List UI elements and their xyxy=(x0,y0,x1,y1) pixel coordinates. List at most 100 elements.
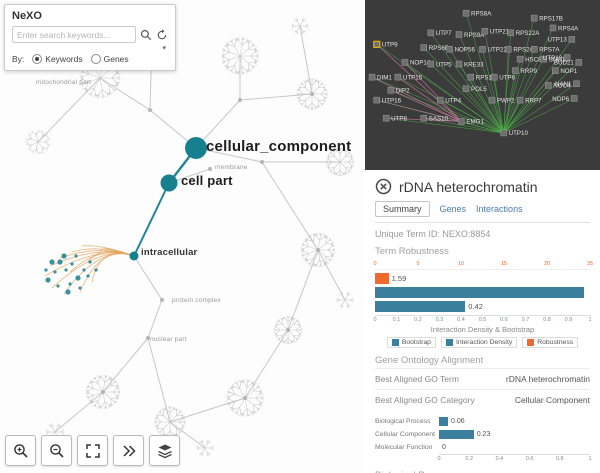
tree-node-intracellular[interactable] xyxy=(129,251,139,261)
gene-node-UTP5[interactable] xyxy=(427,60,435,68)
gene-node-RPS17B[interactable] xyxy=(530,14,538,22)
tree-label-cellular-component[interactable]: cellular_component xyxy=(206,138,352,155)
gene-node-RPS22A[interactable] xyxy=(507,29,514,37)
gene-node-NOP56[interactable] xyxy=(446,46,453,53)
gene-node-NOP14[interactable] xyxy=(401,59,409,66)
gene-node-UTP21[interactable] xyxy=(481,27,489,35)
gene-node-BUD21[interactable] xyxy=(575,59,583,66)
gene-node-RPS7A[interactable] xyxy=(530,46,538,53)
term-id-value: NEXO:8854 xyxy=(442,229,491,239)
tree-label-membrane[interactable]: membrane xyxy=(215,164,248,171)
gene-node-NAN1[interactable] xyxy=(573,80,580,87)
gene-node-label: RPS13 xyxy=(476,74,496,81)
search-icon[interactable] xyxy=(140,29,152,41)
zoom-in-button[interactable] xyxy=(5,435,36,466)
tree-label-cell-part[interactable]: cell part xyxy=(181,173,233,188)
gene-node-HSC82[interactable] xyxy=(516,55,524,63)
search-mode-row: By: Keywords Genes xyxy=(12,54,168,64)
legend-robustness: Robustness xyxy=(522,337,579,348)
gene-node-UTP22[interactable] xyxy=(479,46,486,53)
tab-summary[interactable]: Summary xyxy=(375,201,430,217)
gene-node-label: UTP8 xyxy=(391,115,407,122)
gene-node-RPS9A[interactable] xyxy=(455,31,463,38)
gene-node-UTP9[interactable] xyxy=(373,40,381,48)
section-go-alignment: Gene Ontology Alignment xyxy=(375,355,484,366)
search-input[interactable] xyxy=(12,26,136,43)
gene-node-label: UTP22 xyxy=(488,47,508,54)
gene-node-label: UTP18 xyxy=(543,55,563,62)
gene-node-RPS6B[interactable] xyxy=(420,44,427,51)
refresh-icon[interactable] xyxy=(156,28,168,41)
gene-node-label: NOC4 xyxy=(553,83,571,90)
radio-genes-label: Genes xyxy=(103,54,129,64)
gene-node-SAS10[interactable] xyxy=(420,114,427,122)
search-panel: NeXO ▾ By: Keywords Genes xyxy=(4,4,176,71)
caret-down-icon[interactable]: ▾ xyxy=(162,45,166,52)
gene-node-RRP7[interactable] xyxy=(516,96,524,104)
radio-keywords[interactable]: Keywords xyxy=(32,54,83,64)
tree-node-cell-part[interactable] xyxy=(160,174,178,192)
gene-node-label: HSC82 xyxy=(525,56,546,63)
gene-node-SNU13[interactable] xyxy=(540,55,547,63)
gene-node-DIM1[interactable] xyxy=(368,73,376,81)
section-biological-process: Biological Process xyxy=(375,470,590,473)
gene-node-RRP9[interactable] xyxy=(512,67,519,74)
gene-node-RPS4A[interactable] xyxy=(549,24,557,32)
tree-label-mitochondrial-part[interactable]: mitochondrial part xyxy=(36,79,92,86)
search-row xyxy=(12,26,168,43)
radio-genes-icon xyxy=(90,54,101,64)
gene-node-UTP6[interactable] xyxy=(491,73,498,81)
gene-node-NOC4[interactable] xyxy=(545,82,552,89)
legend-bootstrap: Bootstrap xyxy=(386,337,436,348)
layers-icon xyxy=(157,444,172,458)
tree-label-protein-complex[interactable]: protein complex xyxy=(172,297,221,304)
layers-button[interactable] xyxy=(149,435,180,466)
gene-node-label: DIM1 xyxy=(377,74,392,81)
gene-node-UTP16[interactable] xyxy=(373,96,380,104)
gene-node-UTP10[interactable] xyxy=(500,129,507,137)
go-category-label: Best Aligned GO Category xyxy=(375,395,475,405)
gene-node-UTP7[interactable] xyxy=(427,29,435,37)
radio-genes[interactable]: Genes xyxy=(90,54,129,64)
close-icon[interactable] xyxy=(375,178,392,195)
tree-label-intracellular[interactable]: intracellular xyxy=(141,247,198,258)
zoom-out-button[interactable] xyxy=(41,435,72,466)
gene-node-label: UTP10 xyxy=(509,130,529,137)
gene-node-RPS24A[interactable] xyxy=(505,46,512,53)
gene-node-label: NAN1 xyxy=(555,81,572,88)
gene-node-NOP6[interactable] xyxy=(570,95,578,102)
gene-node-DIP2[interactable] xyxy=(387,87,395,94)
gene-node-label: UTP15 xyxy=(403,74,423,81)
gene-node-label: NOP14 xyxy=(410,60,431,67)
radio-keywords-label: Keywords xyxy=(45,54,83,64)
gene-node-UTP8[interactable] xyxy=(382,114,390,122)
gene-node-KRE33[interactable] xyxy=(455,60,463,68)
tab-interactions[interactable]: Interactions xyxy=(476,204,523,214)
section-term-robustness: Term Robustness xyxy=(375,246,449,257)
gene-node-label: UTP7 xyxy=(436,30,452,37)
gene-node-RPS13[interactable] xyxy=(467,73,474,81)
gene-node-RPS8A[interactable] xyxy=(462,9,470,17)
tree-label-nuclear-part[interactable]: nuclear part xyxy=(150,336,187,343)
gene-node-label: RPS4A xyxy=(558,25,579,32)
term-id-label: Unique Term ID: xyxy=(375,229,440,239)
gene-node-label: RPS9A xyxy=(464,32,485,39)
tree-node-cellular-component[interactable] xyxy=(185,137,207,159)
gene-node-PWP2[interactable] xyxy=(488,96,496,104)
expand-all-button[interactable] xyxy=(113,435,144,466)
gene-node-UTP15[interactable] xyxy=(394,73,402,81)
gene-node-POL5[interactable] xyxy=(462,85,470,92)
gene-node-UTP4[interactable] xyxy=(436,96,444,104)
fit-to-screen-icon xyxy=(85,443,100,458)
gene-node-UTP13[interactable] xyxy=(568,36,576,43)
gene-node-EMG1[interactable] xyxy=(458,118,465,125)
gene-node-UTP18[interactable] xyxy=(563,54,571,61)
gene-node-NOP1[interactable] xyxy=(552,67,559,74)
fit-to-screen-button[interactable] xyxy=(77,435,108,466)
tab-genes[interactable]: Genes xyxy=(439,204,467,214)
